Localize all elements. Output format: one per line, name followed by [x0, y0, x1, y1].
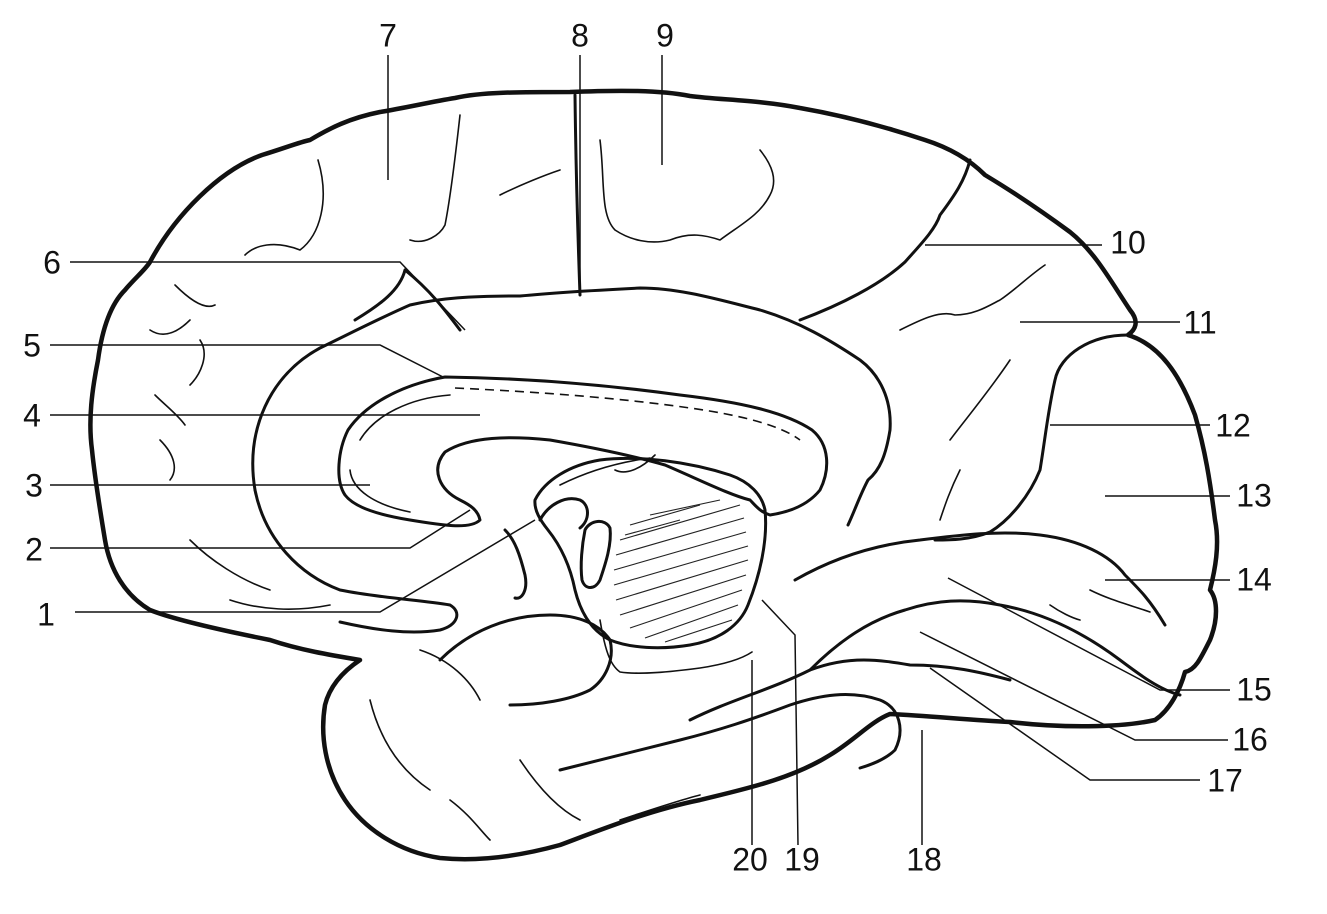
label-6: 6: [43, 244, 61, 280]
label-1: 1: [37, 596, 55, 632]
parahippocampal-gyrus: [438, 613, 613, 707]
label-9: 9: [656, 17, 674, 53]
label-8: 8: [571, 17, 589, 53]
parieto-occipital-sulcus: [933, 333, 1130, 542]
leader-17: [929, 667, 1200, 781]
calcarine-sulcus: [793, 531, 1167, 627]
label-20: 20: [732, 841, 768, 877]
label-15: 15: [1236, 671, 1272, 707]
leader-16: [919, 631, 1228, 741]
label-13: 13: [1236, 477, 1272, 513]
occipitotemporal-sulcus: [558, 693, 902, 772]
hemisphere-outline: [88, 88, 1220, 862]
label-18: 18: [906, 841, 942, 877]
cingulate-lower: [253, 488, 459, 634]
label-4: 4: [23, 397, 41, 433]
temporal-pole-folds: [369, 649, 701, 841]
label-11: 11: [1183, 304, 1216, 340]
leader-1: [75, 519, 536, 613]
label-3: 3: [25, 467, 43, 503]
superior-frontal-folds: [149, 114, 561, 481]
precuneus-folds: [599, 139, 1046, 331]
fornix-inner: [349, 394, 451, 513]
leader-2: [50, 509, 471, 549]
label-16: 16: [1232, 721, 1268, 757]
number-labels: 1 2 3 4 5 6 7 8 9 10 11 12 13 14 15 16 1…: [23, 17, 1272, 877]
stria-medullaris: [559, 454, 656, 486]
label-7: 7: [379, 17, 397, 53]
label-5: 5: [23, 327, 41, 363]
corpus-callosum-dashed: [454, 387, 801, 441]
label-17: 17: [1207, 762, 1243, 798]
label-19: 19: [784, 841, 820, 877]
thalamus-hatching: [613, 499, 749, 643]
interthalamic-adhesion: [579, 520, 612, 589]
lingual-lower: [688, 658, 1012, 722]
marginal-ramus: [798, 158, 972, 322]
leader-6: [70, 261, 466, 331]
leader-19: [761, 599, 799, 846]
label-10: 10: [1110, 224, 1146, 260]
corpus-callosum-outline: [337, 375, 829, 528]
column-fornix: [503, 528, 528, 600]
label-14: 14: [1236, 561, 1272, 597]
leader-15: [947, 577, 1230, 691]
cuneus-fold: [1049, 589, 1151, 621]
leader-lines: [50, 55, 1230, 846]
label-12: 12: [1215, 407, 1251, 443]
thalamus-outline: [533, 456, 768, 650]
label-2: 2: [25, 531, 43, 567]
anterior-commissure: [538, 497, 589, 530]
hypothalamic-boundary: [599, 619, 753, 674]
cingulate-sulcus: [251, 286, 892, 527]
parieto-occipital-folds: [189, 359, 1011, 610]
collateral-sulcus: [808, 599, 1182, 697]
leader-5: [50, 344, 446, 379]
